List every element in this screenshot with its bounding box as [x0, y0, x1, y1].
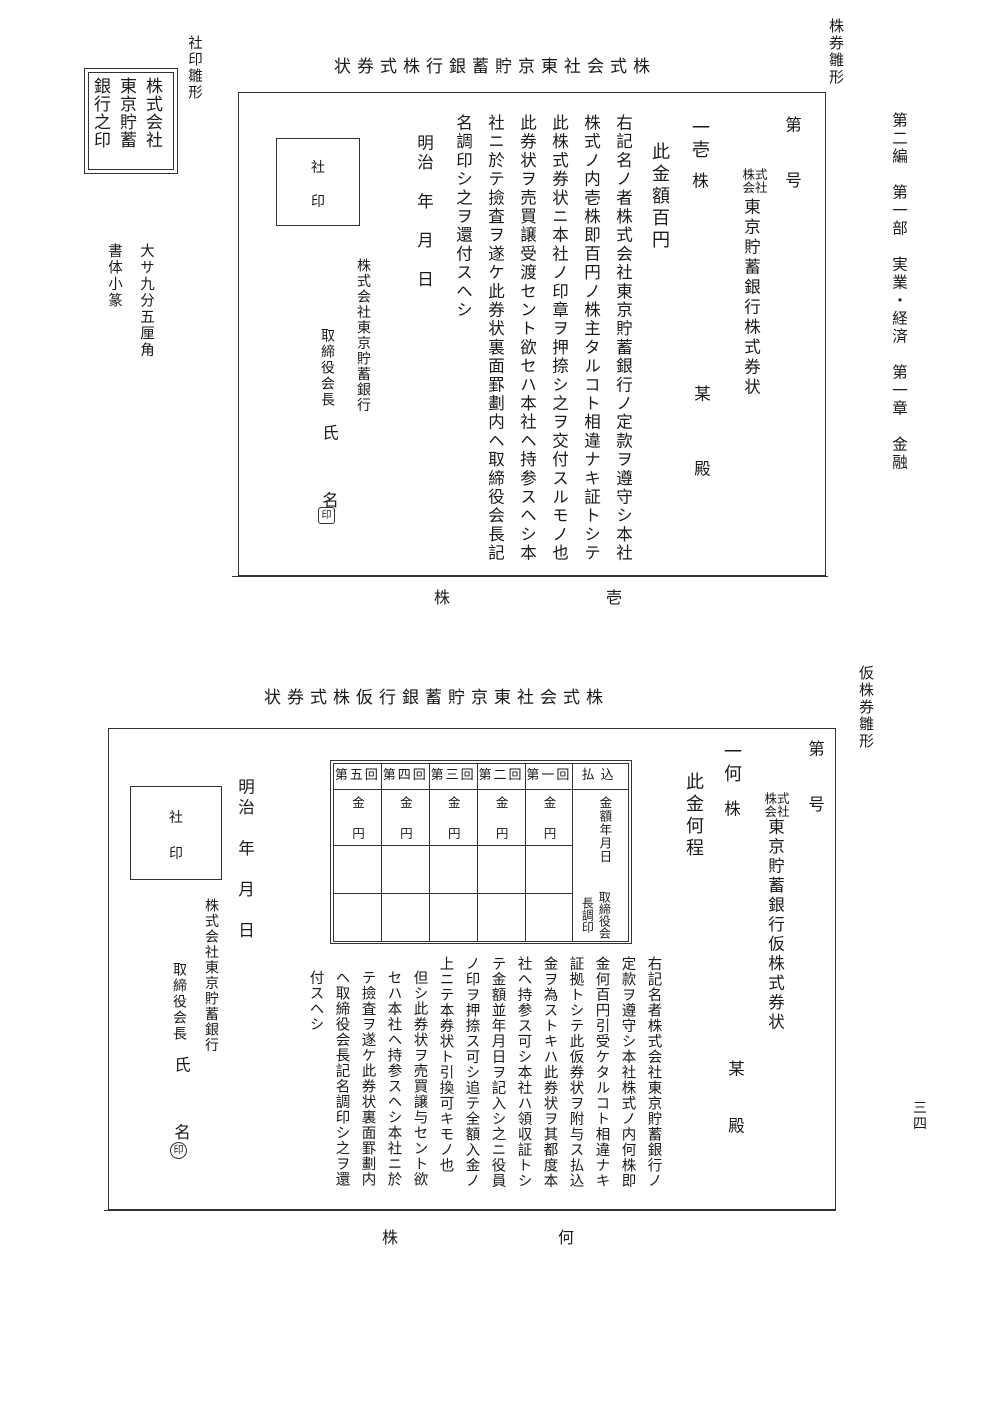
payment-header-4: 第四回: [380, 763, 430, 790]
stamp-char-2: 印: [169, 846, 183, 862]
payment-header-3: 第三回: [428, 763, 478, 790]
payment-first-column: 金額年月日 取締役会長調印: [572, 789, 629, 942]
certificate-officer: 取締役会長: [319, 328, 335, 408]
temporary-seal-mark: 印: [170, 1142, 187, 1159]
temporary-amount: 此金何程: [683, 772, 704, 860]
temporary-body-line-7: テ金額並年月日ヲ記入シ之ニ役員: [489, 956, 506, 1189]
temporary-shares-unit: 株: [721, 800, 741, 819]
stamp-char-1: 社: [169, 810, 183, 826]
certificate-name: 東京貯蓄銀行株式券状: [741, 198, 761, 398]
payment-table: [330, 760, 632, 944]
temporary-footer-left: 株: [382, 1228, 399, 1247]
temporary-body-line-5: 金ヲ為ストキハ此券状ヲ其都度本: [541, 956, 558, 1189]
certificate-footer-left: 株: [434, 588, 451, 607]
payment-cell-2-date: [476, 845, 526, 894]
temporary-bottom-rule: [104, 1210, 836, 1211]
certificate-footer-right: 壱: [606, 588, 623, 607]
temporary-holder: 某: [725, 1060, 745, 1079]
temporary-name: 東京貯蓄銀行仮株式券状: [765, 818, 785, 1033]
certificate-number: 第 号: [782, 116, 802, 190]
page-number: 三四: [911, 1100, 927, 1132]
payment-cell-2-amount: 金 円: [476, 789, 526, 846]
certificate-holder: 某: [691, 385, 711, 404]
certificate-bottom-rule: [232, 576, 828, 577]
payment-cell-3-amount: 金 円: [428, 789, 478, 846]
payment-cell-3-date: [428, 845, 478, 894]
certificate-seal-mark: 印: [318, 507, 335, 524]
temporary-body-line-11: セハ本社ヘ持参スヘシ本社ニ於: [385, 970, 402, 1187]
temporary-title: 株式会社東京貯蓄銀行仮株式券状: [264, 688, 609, 708]
certificate-officer-name: 氏 名: [319, 424, 339, 514]
certificate-frame: [238, 92, 826, 576]
temporary-body-line-10: 但シ此券状ヲ売買譲与セント欲: [411, 970, 428, 1187]
temporary-body-line-9: 上ニテ本券状ト引換可キモノ也: [437, 956, 454, 1173]
certificate-company-stamp: 社 印: [276, 138, 360, 226]
stamp-char-2: 印: [311, 194, 325, 210]
certificate-date: 明治 年 月 日: [414, 134, 434, 290]
seal-size-note: 大サ九分五厘角: [138, 243, 154, 359]
temporary-body-line-3: 金何百円引受ケタルコト相違ナキ: [593, 956, 610, 1189]
temporary-body-line-6: 社ヘ持参ス可シ本社ハ領収証トシ: [515, 956, 532, 1189]
seal-specimen-label: 社印雛形: [186, 35, 202, 101]
certificate-company-small: 株式 会社: [742, 167, 768, 195]
certificate-amount: 此金額百円: [649, 142, 670, 252]
temporary-body-line-14: 付スヘシ: [307, 970, 324, 1032]
temporary-officer: 取締役会長: [171, 962, 187, 1042]
stamp-char-1: 社: [311, 160, 325, 176]
payment-cell-4-date: [380, 845, 430, 894]
temporary-body-line-8: ノ印ヲ押捺ス可シ追テ全額入金ノ: [463, 956, 480, 1189]
payment-cell-5-seal: [333, 893, 382, 942]
label-certificate-specimen: 株券雛形: [827, 18, 845, 86]
payment-cell-2-seal: [476, 893, 526, 942]
temporary-shares: 一何: [721, 742, 742, 786]
certificate-title-area: 株式会社東京貯蓄銀行株式券状: [236, 40, 736, 80]
certificate-body-line-2: 株式ノ内壱株即百円ノ株主タルコト相違ナキ証トシテ: [581, 114, 601, 563]
temporary-body-line-4: 証拠トシテ此仮券状ヲ附与ス払込: [567, 956, 584, 1189]
payment-header-5: 第五回: [333, 763, 382, 790]
payment-cell-4-seal: [380, 893, 430, 942]
certificate-body-line-1: 右記名ノ者株式会社東京貯蓄銀行ノ定款ヲ遵守シ本社: [613, 114, 633, 563]
seal-specimen-box: 株式会社 東京貯蓄 銀行之印: [84, 68, 178, 174]
seal-line-1: 株式会社: [142, 77, 162, 149]
certificate-body-line-5: 社ニ於テ撿査ヲ遂ケ此券状裏面罫劃内ヘ取締役会長記: [485, 114, 505, 563]
temporary-date: 明治 年 月 日: [235, 778, 255, 942]
label-temporary-specimen: 仮株券雛形: [857, 665, 875, 750]
temporary-company-stamp: 社 印: [130, 786, 222, 880]
certificate-body-line-6: 名調印シ之ヲ還付スヘシ: [453, 114, 473, 320]
temporary-officer-name: 氏 名: [171, 1056, 191, 1146]
certificate-body-line-3: 此株式券状ニ本社ノ印章ヲ押捺シ之ヲ交付スルモノ也: [549, 114, 569, 563]
temporary-body-line-13: ヘ取締役会長記名調印シ之ヲ還: [333, 970, 350, 1187]
payment-cell-1-date: [524, 845, 574, 894]
payment-header-2: 第二回: [476, 763, 526, 790]
certificate-holder-suffix: 殿: [691, 460, 711, 479]
payment-cell-5-amount: 金 円: [333, 789, 382, 846]
temporary-holder-suffix: 殿: [725, 1117, 745, 1136]
payment-cell-1-amount: 金 円: [524, 789, 574, 846]
temporary-company: 株式会社東京貯蓄銀行: [203, 898, 219, 1053]
payment-cell-5-date: [333, 845, 382, 894]
payment-header-0: 払込: [572, 763, 629, 790]
payment-header-1: 第一回: [524, 763, 574, 790]
certificate-shares-unit: 株: [689, 172, 709, 191]
payment-table-grid: 第五回 第四回 第三回 第二回 第一回 払込 金 円 金 円 金 円 金 円 金…: [333, 763, 629, 942]
certificate-body-line-4: 此券状ヲ売買譲受渡セント欲セハ本社ヘ持参スヘシ本: [517, 114, 537, 563]
certificate-company: 株式会社東京貯蓄銀行: [355, 258, 371, 413]
temporary-footer-right: 何: [558, 1228, 575, 1247]
temporary-company-small: 株式 会社: [764, 791, 790, 819]
payment-cell-4-amount: 金 円: [380, 789, 430, 846]
certificate-shares: 一壱: [689, 118, 710, 162]
certificate-title: 株式会社東京貯蓄銀行株式券状: [334, 57, 656, 77]
seal-line-2: 東京貯蓄: [116, 77, 136, 149]
seal-line-3: 銀行之印: [90, 77, 110, 149]
running-header: 第二編 第一部 実業・経済 第一章 金融: [890, 112, 908, 472]
payment-cell-3-seal: [428, 893, 478, 942]
temporary-body-line-12: テ撿査ヲ遂ケ此券状裏面罫劃内: [359, 970, 376, 1187]
temporary-frame: [108, 728, 836, 1210]
temporary-body-line-2: 定款ヲ遵守シ本社株式ノ内何株即: [619, 956, 636, 1189]
payment-cell-1-seal: [524, 893, 574, 942]
seal-font-note: 書体小篆: [106, 243, 122, 309]
temporary-body-line-1: 右記名者株式会社東京貯蓄銀行ノ: [645, 956, 662, 1189]
temporary-number: 第 号: [805, 740, 825, 814]
